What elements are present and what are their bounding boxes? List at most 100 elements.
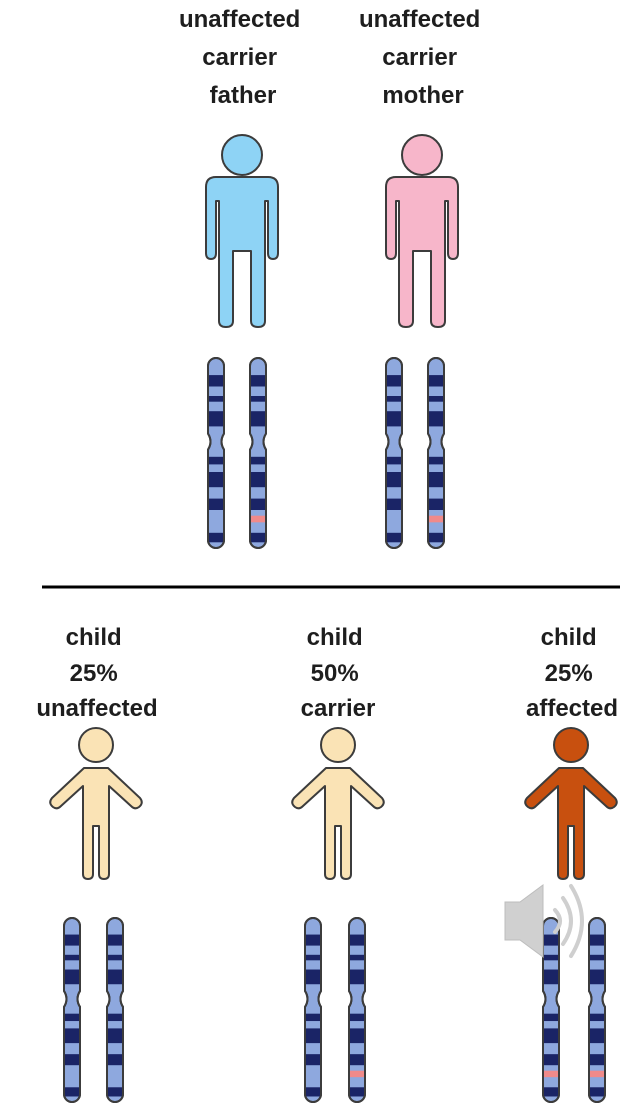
band xyxy=(544,1028,558,1043)
mutation-band xyxy=(429,516,443,523)
band xyxy=(306,1087,320,1096)
child-unaffected-figure xyxy=(50,728,142,879)
band xyxy=(590,1087,604,1096)
band xyxy=(209,375,223,386)
band xyxy=(544,935,558,946)
band xyxy=(387,533,401,543)
band xyxy=(544,970,558,985)
band xyxy=(387,411,401,426)
band xyxy=(209,411,223,426)
father-figure xyxy=(206,135,278,327)
band xyxy=(387,375,401,386)
father-label: unaffected carrier father xyxy=(179,6,307,109)
band xyxy=(544,1054,558,1065)
band xyxy=(108,955,122,961)
band xyxy=(65,1087,79,1096)
child-unaffected-label: child 25% unaffected xyxy=(36,624,157,722)
child-carrier-label: child 50% carrier xyxy=(301,624,376,722)
mother-figure xyxy=(386,135,458,327)
band xyxy=(544,955,558,961)
chromosome-normal xyxy=(305,918,321,1102)
band xyxy=(306,1054,320,1065)
mutation-band xyxy=(544,1071,558,1077)
child-carrier-figure xyxy=(292,728,384,879)
body xyxy=(386,177,458,327)
body xyxy=(206,177,278,327)
mutation-band xyxy=(251,516,265,523)
body xyxy=(525,768,617,879)
band xyxy=(251,396,265,402)
band xyxy=(590,1054,604,1065)
head xyxy=(554,728,588,762)
mother-chromosome-pair xyxy=(386,358,444,548)
band xyxy=(306,1028,320,1043)
band xyxy=(387,396,401,402)
band xyxy=(108,1054,122,1065)
band xyxy=(251,375,265,386)
band xyxy=(350,955,364,961)
band xyxy=(387,457,401,465)
mutation-band xyxy=(350,1071,364,1077)
child-affected-figure xyxy=(525,728,617,879)
band xyxy=(108,1087,122,1096)
band xyxy=(251,533,265,543)
band xyxy=(65,935,79,946)
band xyxy=(387,472,401,487)
father-chromosome-pair xyxy=(208,358,266,548)
band xyxy=(306,1014,320,1021)
band xyxy=(65,970,79,985)
band xyxy=(306,955,320,961)
band xyxy=(65,1054,79,1065)
chromosome-mutant xyxy=(428,358,444,548)
band xyxy=(590,1014,604,1021)
band xyxy=(251,411,265,426)
band xyxy=(387,499,401,510)
band xyxy=(209,499,223,510)
chromosome-mutant xyxy=(349,918,365,1102)
band xyxy=(429,533,443,543)
band xyxy=(429,472,443,487)
band xyxy=(429,396,443,402)
chromosome-normal xyxy=(64,918,80,1102)
child-unaffected-chromosome-pair xyxy=(64,918,123,1102)
band xyxy=(350,1087,364,1096)
mother-label: unaffected carrier mother xyxy=(359,6,487,109)
chromosome-mutant xyxy=(589,918,605,1102)
band xyxy=(590,1028,604,1043)
chromosome-mutant xyxy=(250,358,266,548)
band xyxy=(429,457,443,465)
chromosome-normal xyxy=(107,918,123,1102)
band xyxy=(108,1028,122,1043)
band xyxy=(251,472,265,487)
band xyxy=(65,1014,79,1021)
band xyxy=(108,935,122,946)
band xyxy=(350,935,364,946)
head xyxy=(402,135,442,175)
band xyxy=(306,935,320,946)
head xyxy=(321,728,355,762)
band xyxy=(209,472,223,487)
child-carrier-chromosome-pair xyxy=(305,918,365,1102)
band xyxy=(251,499,265,510)
band xyxy=(429,411,443,426)
band xyxy=(251,457,265,465)
child-affected-chromosome-pair xyxy=(543,918,605,1102)
band xyxy=(590,935,604,946)
band xyxy=(209,396,223,402)
band xyxy=(544,1014,558,1021)
band xyxy=(108,1014,122,1021)
chromosome-normal xyxy=(386,358,402,548)
band xyxy=(65,955,79,961)
band xyxy=(429,499,443,510)
band xyxy=(590,970,604,985)
body xyxy=(50,768,142,879)
speaker-icon[interactable] xyxy=(505,885,582,957)
band xyxy=(350,1054,364,1065)
chromosome-normal xyxy=(208,358,224,548)
body xyxy=(292,768,384,879)
band xyxy=(590,955,604,961)
head xyxy=(222,135,262,175)
band xyxy=(306,970,320,985)
band xyxy=(350,1014,364,1021)
